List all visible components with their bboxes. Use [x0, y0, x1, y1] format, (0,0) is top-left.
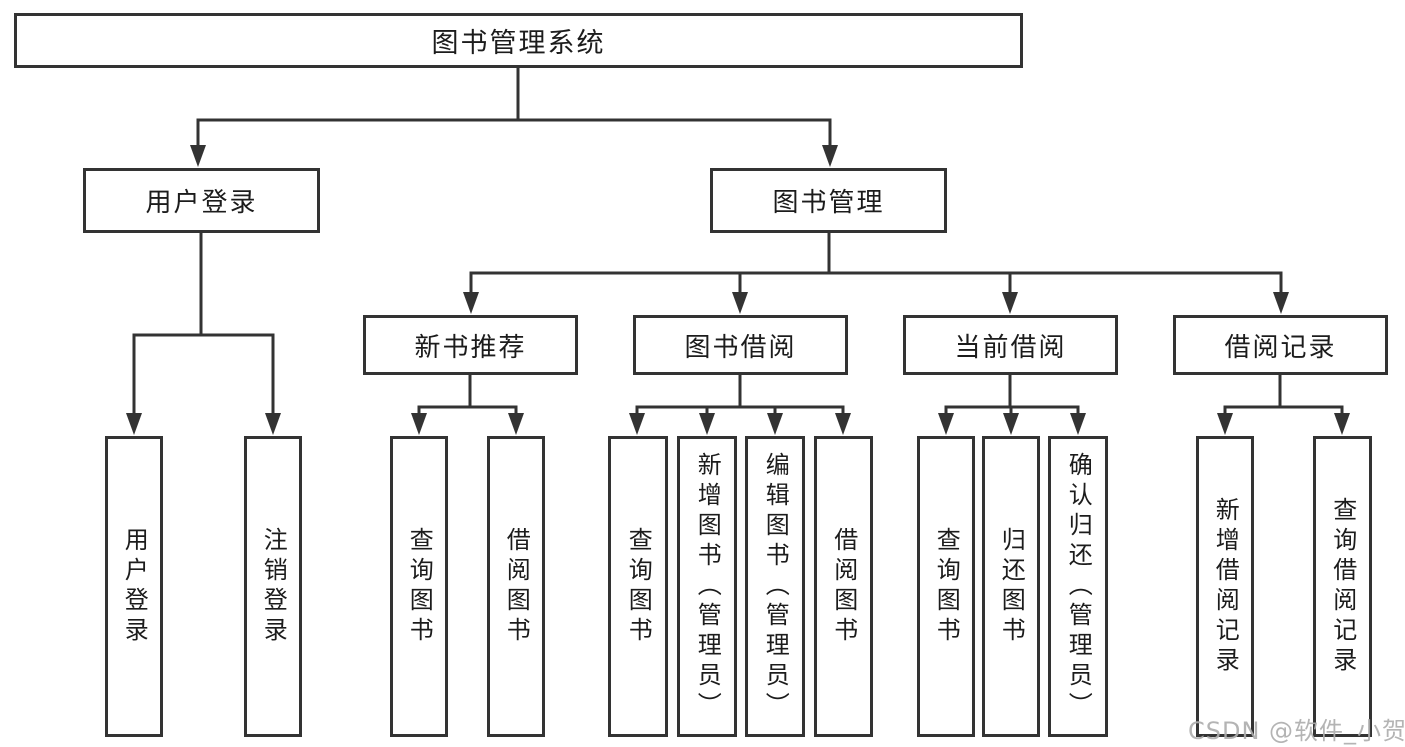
node-label: 注销登录 [259, 526, 288, 647]
node-branch-book-management: 图书管理 [710, 168, 947, 233]
node-leaf-add-borrow-record: 新增借阅记录 [1196, 436, 1254, 737]
node-branch-borrow-records: 借阅记录 [1173, 315, 1388, 375]
connector-borrow-records-branch [1217, 373, 1350, 435]
node-label: 新增借阅记录 [1211, 496, 1240, 677]
node-label: 新增图书（管理员） [693, 451, 722, 722]
node-label: 用户登录 [145, 188, 258, 218]
node-leaf-borrow-books: 借阅图书 [814, 436, 873, 737]
node-leaf-borrow-books-recommend: 借阅图书 [487, 436, 545, 737]
connector-root-to-level2 [190, 66, 838, 167]
node-label: 查询借阅记录 [1328, 496, 1357, 677]
node-label: 借阅记录 [1224, 332, 1337, 363]
node-label: 借阅图书 [502, 526, 531, 647]
csdn-watermark: CSDN @软件_小贺同学 [1188, 717, 1405, 745]
node-leaf-return-books: 归还图书 [982, 436, 1040, 737]
connector-current-borrow-branch [938, 373, 1086, 435]
node-leaf-add-books-admin: 新增图书（管理员） [677, 436, 737, 737]
node-label: 查询图书 [405, 526, 434, 647]
node-label: 编辑图书（管理员） [761, 451, 790, 722]
node-leaf-query-borrow-record: 查询借阅记录 [1313, 436, 1372, 737]
node-leaf-logout: 注销登录 [244, 436, 302, 737]
node-label: 归还图书 [997, 526, 1026, 647]
node-label: 图书借阅 [684, 332, 797, 363]
node-label: 用户登录 [120, 526, 149, 647]
node-leaf-user-login: 用户登录 [105, 436, 163, 737]
connector-user-login-branch [126, 231, 281, 435]
node-leaf-edit-books-admin: 编辑图书（管理员） [745, 436, 805, 737]
node-label: 确认归还（管理员） [1064, 451, 1093, 722]
connector-new-book-branch [411, 373, 524, 435]
node-label: 图书管理系统 [431, 28, 606, 59]
node-branch-book-borrow: 图书借阅 [633, 315, 848, 375]
node-branch-user-login: 用户登录 [83, 168, 320, 233]
connector-book-borrow-branch [629, 373, 851, 435]
node-root-system: 图书管理系统 [14, 13, 1023, 68]
node-leaf-query-books-borrow: 查询图书 [608, 436, 668, 737]
node-leaf-query-books-current: 查询图书 [917, 436, 975, 737]
node-leaf-query-books-recommend: 查询图书 [390, 436, 448, 737]
node-label: 图书管理 [772, 188, 885, 218]
node-label: 查询图书 [932, 526, 961, 647]
node-label: 借阅图书 [829, 526, 858, 647]
node-leaf-confirm-return-admin: 确认归还（管理员） [1048, 436, 1108, 737]
connector-book-mgmt-to-level3 [463, 231, 1289, 314]
node-branch-current-borrow: 当前借阅 [903, 315, 1118, 375]
node-label: 新书推荐 [414, 332, 527, 363]
node-label: 当前借阅 [954, 332, 1067, 363]
node-branch-new-book-recommend: 新书推荐 [363, 315, 578, 375]
node-label: 查询图书 [624, 526, 653, 647]
